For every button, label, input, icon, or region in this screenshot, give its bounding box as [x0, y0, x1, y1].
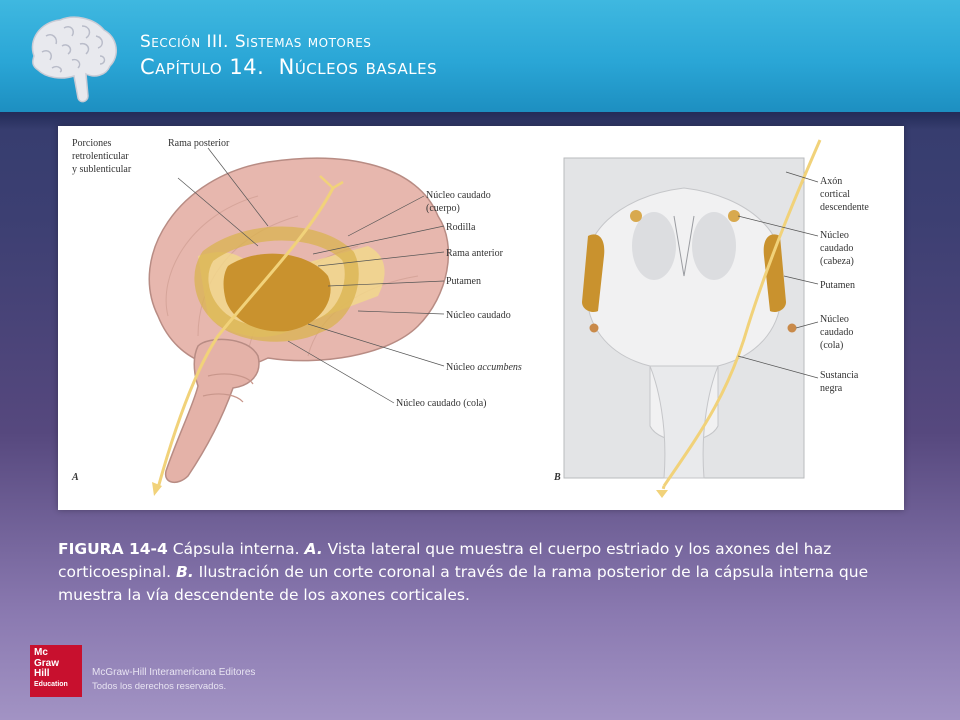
- panel-a-leader-lines: [177, 147, 445, 404]
- brain-logo-icon: [31, 16, 117, 103]
- label-porciones-1: Porciones: [72, 138, 112, 149]
- section-title: Sección III. Sistemas motores: [140, 32, 371, 52]
- label-nucleo-accumbens: Núcleo accumbens: [446, 362, 522, 373]
- label-nucleo-caudado-cola-a: Núcleo caudado (cola): [396, 398, 487, 409]
- footer-publisher: McGraw-Hill Interamericana Editores: [92, 667, 256, 678]
- label-nucleo-caudado-a: Núcleo caudado: [446, 310, 511, 321]
- panel-b-coronal-illustration: [563, 139, 822, 498]
- label-caudado-cola-2: caudado: [820, 327, 853, 338]
- label-nucleo-caudado-cuerpo-2: (cuerpo): [426, 203, 460, 214]
- label-sustancia-1: Sustancia: [820, 370, 859, 381]
- chapter-title-initial: C: [140, 55, 156, 79]
- label-caudado-cola-3: (cola): [820, 340, 843, 351]
- footer-rights: Todos los derechos reservados.: [92, 681, 227, 692]
- label-axon-3: descendente: [820, 202, 869, 213]
- panel-a-brain-illustration: [148, 157, 450, 496]
- mcgraw-hill-logo: Mc Graw Hill Education: [30, 645, 82, 697]
- logo-line-3: Hill: [34, 668, 50, 679]
- label-caudado-cabeza-1: Núcleo: [820, 230, 849, 241]
- panel-a-letter: A: [71, 472, 79, 483]
- section-title-part-2: istemas motores: [246, 32, 372, 52]
- label-putamen-b: Putamen: [820, 280, 855, 291]
- caption-a-marker: A.: [304, 540, 323, 558]
- figure-illustration: Porciones retrolenticular y sublenticula…: [71, 138, 869, 498]
- chapter-title-part: apítulo 14.: [155, 55, 279, 79]
- label-sustancia-2: negra: [820, 383, 843, 394]
- caption-text-2: Vista lateral que muestra el cuerpo estr…: [58, 540, 832, 581]
- section-title-part: ección III.: [151, 32, 235, 52]
- chapter-title-initial-2: N: [278, 55, 295, 79]
- label-porciones-3: y sublenticular: [72, 164, 132, 175]
- panel-b-leader-lines: [737, 171, 819, 379]
- label-nucleo-caudado-cuerpo-1: Núcleo caudado: [426, 190, 491, 201]
- caption-b-marker: B.: [176, 563, 194, 581]
- header-shadow: [0, 112, 960, 130]
- caption-figure-label: FIGURA 14-4: [58, 540, 168, 558]
- section-title-initial-2: S: [234, 32, 247, 52]
- label-nucleo-accumbens-part-2: accumbens: [477, 362, 522, 373]
- section-title-initial: S: [140, 32, 152, 52]
- label-rama-anterior: Rama anterior: [446, 248, 504, 259]
- label-caudado-cabeza-3: (cabeza): [820, 256, 854, 267]
- label-caudado-cola-1: Núcleo: [820, 314, 849, 325]
- label-caudado-cabeza-2: caudado: [820, 243, 853, 254]
- label-rama-posterior: Rama posterior: [168, 138, 230, 149]
- figure-panel: Porciones retrolenticular y sublenticula…: [58, 126, 904, 510]
- label-axon-1: Axón: [820, 176, 842, 187]
- caption-text-3: Ilustración de un corte coronal a través…: [58, 563, 869, 604]
- panel-b-letter: B: [553, 472, 561, 483]
- label-rodilla: Rodilla: [446, 222, 476, 233]
- logo-line-1: Mc: [34, 647, 48, 658]
- logo-line-2: Graw: [34, 657, 60, 669]
- chapter-title: Capítulo 14. Núcleos basales: [140, 55, 437, 79]
- label-porciones-2: retrolenticular: [72, 151, 129, 162]
- figure-caption: FIGURA 14-4 Cápsula interna. A. Vista la…: [58, 538, 908, 607]
- label-putamen-a: Putamen: [446, 276, 481, 287]
- label-axon-2: cortical: [820, 189, 850, 200]
- logo-line-4: Education: [34, 680, 68, 688]
- caption-text-1: Cápsula interna.: [167, 540, 305, 558]
- label-nucleo-accumbens-part-1: Núcleo: [446, 362, 477, 373]
- header-bar: [0, 0, 960, 112]
- chapter-title-part-2: úcleos basales: [294, 55, 438, 79]
